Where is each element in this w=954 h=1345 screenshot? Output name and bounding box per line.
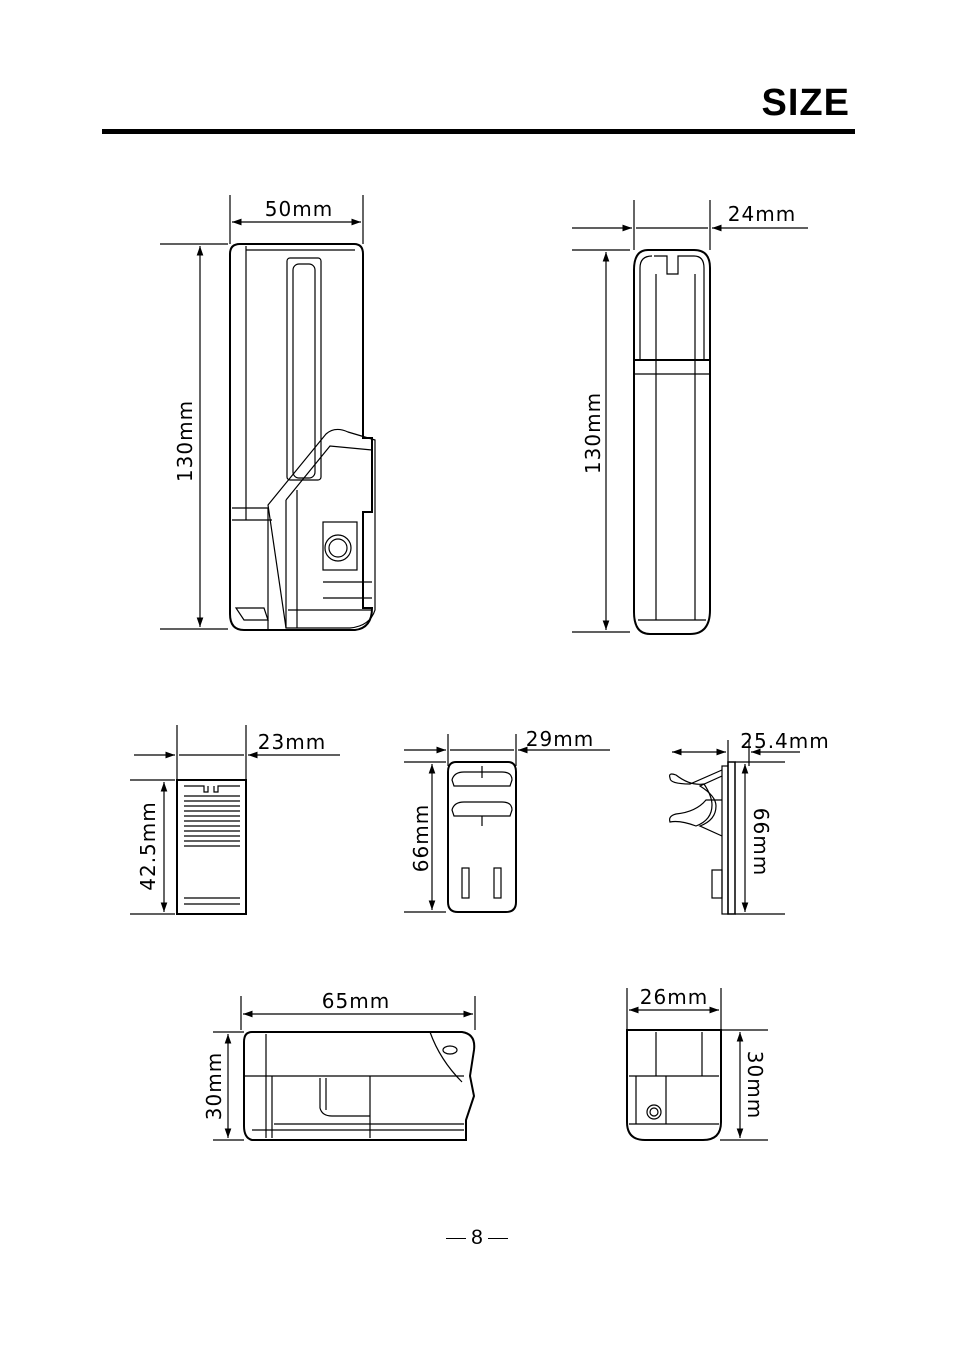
page-title: SIZE (761, 82, 850, 124)
front-width-label: 50mm (265, 197, 333, 221)
clip-side-height-label: 66mm (749, 808, 773, 876)
page-number-value: 8 (471, 1226, 483, 1249)
page-number: 8 (0, 1226, 954, 1250)
page-number-dash-right (487, 1237, 508, 1239)
side-height-label: 130mm (581, 392, 605, 474)
battery-height-label: 42.5mm (136, 801, 160, 891)
side-depth-label: 24mm (728, 202, 796, 226)
clip-side-depth-label: 25.4mm (740, 729, 830, 753)
end-width-label: 26mm (640, 985, 708, 1009)
battery-view (130, 725, 340, 915)
clip-back-view (404, 734, 610, 913)
battery-width-label: 23mm (258, 730, 326, 754)
bottom-view (213, 996, 476, 1141)
side-view (572, 200, 808, 635)
end-height-label: 30mm (743, 1051, 767, 1119)
page-number-dash-left (446, 1237, 467, 1239)
front-view (160, 195, 376, 631)
title-rule (102, 129, 855, 134)
front-height-label: 130mm (173, 400, 197, 482)
bottom-height-label: 30mm (202, 1052, 226, 1120)
bottom-length-label: 65mm (322, 989, 390, 1013)
clip-back-width-label: 29mm (526, 727, 594, 751)
clip-side-view (669, 740, 800, 915)
end-view (626, 988, 768, 1141)
clip-back-height-label: 66mm (409, 804, 433, 872)
